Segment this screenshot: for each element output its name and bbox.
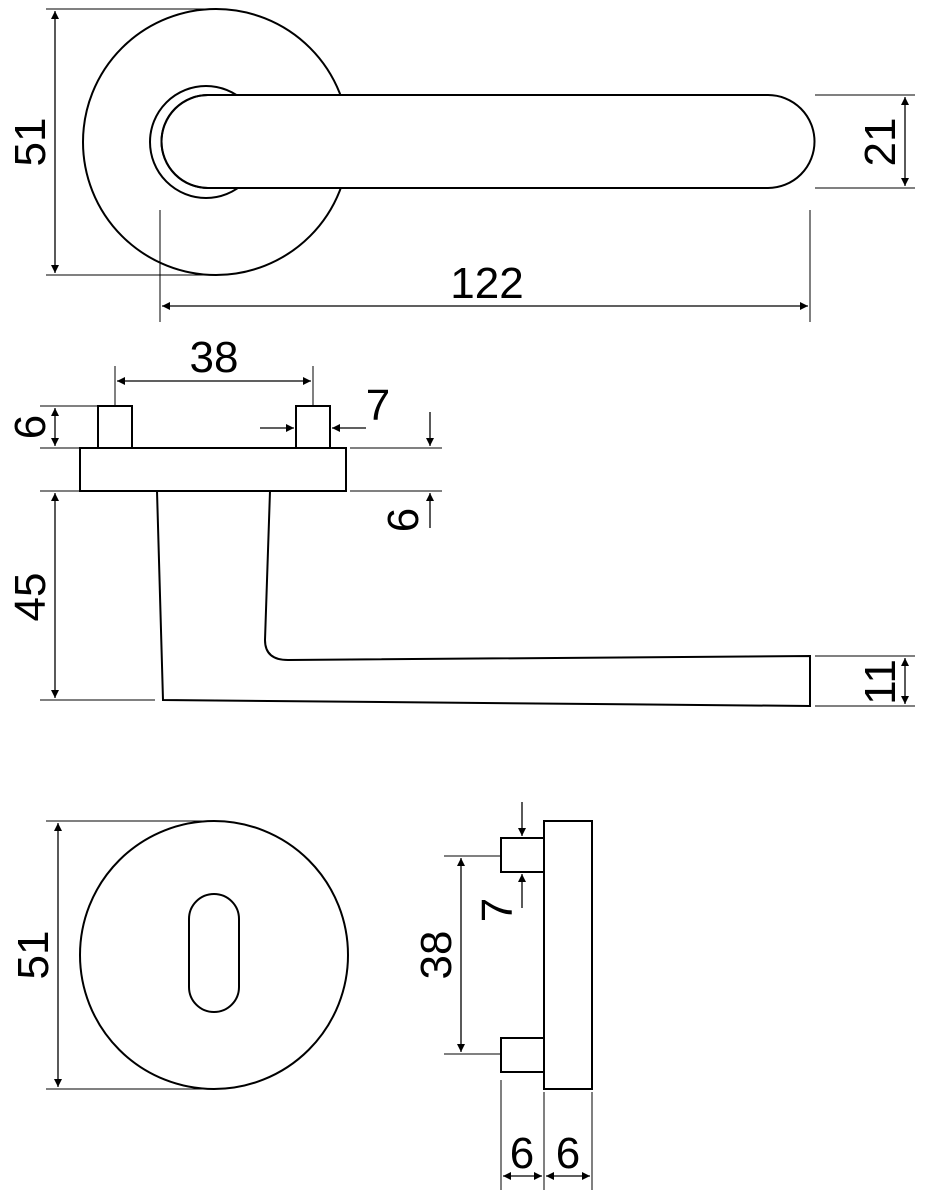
dim-label-lever-thickness: 11 bbox=[856, 659, 905, 705]
dim-label-pin-spacing: 38 bbox=[190, 333, 239, 382]
dim-label-pin-diameter: 7 bbox=[366, 381, 390, 430]
dim-label-esc-rose-thickness: 6 bbox=[556, 1129, 580, 1178]
escutcheon-front-view: 51 bbox=[9, 820, 349, 1090]
dim-label-rose-diameter: 51 bbox=[6, 118, 55, 167]
handle-lever-profile bbox=[155, 490, 811, 708]
escutcheon-fixing-pin-top bbox=[500, 837, 545, 873]
handle-lever-body bbox=[160, 94, 816, 189]
dim-label-pin-height: 6 bbox=[6, 415, 55, 439]
handle-neck-inner-arc bbox=[160, 94, 209, 189]
handle-top-view: 51 21 122 bbox=[6, 8, 915, 322]
dim-label-esc-pin-diameter: 7 bbox=[473, 898, 522, 922]
dim-label-lever-length: 122 bbox=[450, 259, 523, 308]
dim-label-esc-pin-spacing: 38 bbox=[412, 931, 461, 980]
escutcheon-rose-profile bbox=[543, 820, 593, 1090]
escutcheon-fixing-pin-bottom bbox=[500, 1037, 545, 1073]
handle-rose-profile bbox=[79, 447, 347, 492]
dim-label-escutcheon-diameter: 51 bbox=[9, 931, 58, 980]
escutcheon-side-view: 38 7 6 6 bbox=[412, 802, 593, 1190]
dim-label-esc-pin-height: 6 bbox=[510, 1129, 534, 1178]
dim-label-rose-thickness: 6 bbox=[379, 508, 428, 532]
keyhole-slot bbox=[188, 893, 240, 1013]
handle-side-view: 38 7 6 6 45 11 bbox=[6, 333, 915, 708]
dim-label-lever-height: 21 bbox=[856, 118, 905, 167]
dim-label-projection: 45 bbox=[6, 573, 55, 622]
handle-fixing-pin-left bbox=[97, 405, 133, 449]
handle-fixing-pin-right bbox=[295, 405, 331, 449]
